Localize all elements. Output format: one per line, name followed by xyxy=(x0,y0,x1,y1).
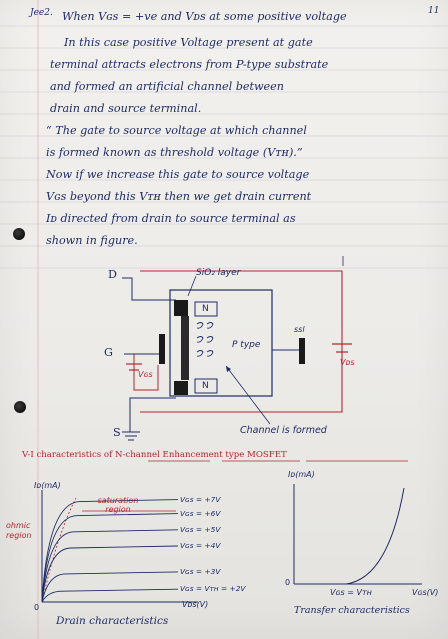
binder-hole xyxy=(14,401,26,413)
drain-curve xyxy=(41,529,179,603)
transfer-curve xyxy=(345,487,405,585)
transfer-chart-x-label: Vɢs(V) xyxy=(412,588,439,597)
note-line-3: terminal attracts electrons from P-type … xyxy=(50,58,329,71)
drain-chart-x-label: Vᴅs(V) xyxy=(182,600,209,609)
note-line-4: and formed an artificial channel between xyxy=(50,80,285,93)
note-line-6: “ The gate to source voltage at which ch… xyxy=(46,124,307,137)
vgs-source-label: Vɢs xyxy=(138,370,153,379)
channel-formed-label: Channel is formed xyxy=(240,425,327,436)
vds-source-label: Vᴅs xyxy=(340,358,355,367)
note-line-1: When Vɢs = +ve and Vᴅs at some positive … xyxy=(62,10,347,23)
n-region-top-label: N xyxy=(202,304,209,314)
drain-curve xyxy=(41,588,179,603)
note-line-8: Now if we increase this gate to source v… xyxy=(46,168,310,181)
source-terminal-label: S xyxy=(113,426,121,439)
drain-chart-origin: 0 xyxy=(34,603,40,612)
drain-chart-caption: Drain characteristics xyxy=(56,615,169,627)
vi-heading: V-I characteristics of N-channel Enhance… xyxy=(22,450,287,460)
oxide-layer-label: SiO₂ layer xyxy=(196,268,241,278)
body-terminal-label: ssl xyxy=(294,325,305,334)
note-line-5: drain and source terminal. xyxy=(50,102,202,115)
saturation-region-label: saturation region xyxy=(97,496,139,514)
p-type-label: P type xyxy=(232,340,261,350)
drain-curve-label: Vɢs = +6V xyxy=(180,508,221,518)
transfer-chart-caption: Transfer characteristics xyxy=(294,605,410,616)
drain-curve xyxy=(41,571,179,603)
note-line-2: In this case positive Voltage present at… xyxy=(64,36,313,49)
transfer-chart-y-label: Iᴅ(mA) xyxy=(288,470,315,479)
note-line-11: shown in figure. xyxy=(46,234,138,247)
drain-terminal-label: D xyxy=(108,268,117,281)
gate-terminal-label: G xyxy=(104,346,113,359)
transfer-threshold-label: Vɢs = Vᴛʜ xyxy=(330,588,372,597)
binder-hole xyxy=(13,228,25,240)
ohmic-boundary xyxy=(41,497,77,603)
note-line-7: is formed known as threshold voltage (Vᴛ… xyxy=(46,146,303,159)
ohmic-region-label: ohmic region xyxy=(6,521,32,540)
note-line-9: Vɢs beyond this Vᴛʜ then we get drain cu… xyxy=(46,190,312,203)
transfer-chart-origin: 0 xyxy=(285,578,291,587)
drain-curve-label: Vɢs = Vᴛʜ = +2V xyxy=(180,584,246,594)
drain-curve-label: Vɢs = +4V xyxy=(180,541,221,550)
drain-curve xyxy=(41,545,179,603)
n-region-bottom-label: N xyxy=(202,381,209,391)
drain-chart-y-label: Iᴅ(mA) xyxy=(34,481,61,490)
corner-mark: 11 xyxy=(428,6,440,16)
note-line-10: Iᴅ directed from drain to source termina… xyxy=(46,212,296,225)
page-marker: Jee2. xyxy=(30,8,53,18)
drain-curve-label: Vɢs = +5V xyxy=(180,524,221,534)
drain-curve-label: Vɢs = +3V xyxy=(180,566,221,576)
drain-curve-label: Vɢs = +7V xyxy=(180,494,221,504)
